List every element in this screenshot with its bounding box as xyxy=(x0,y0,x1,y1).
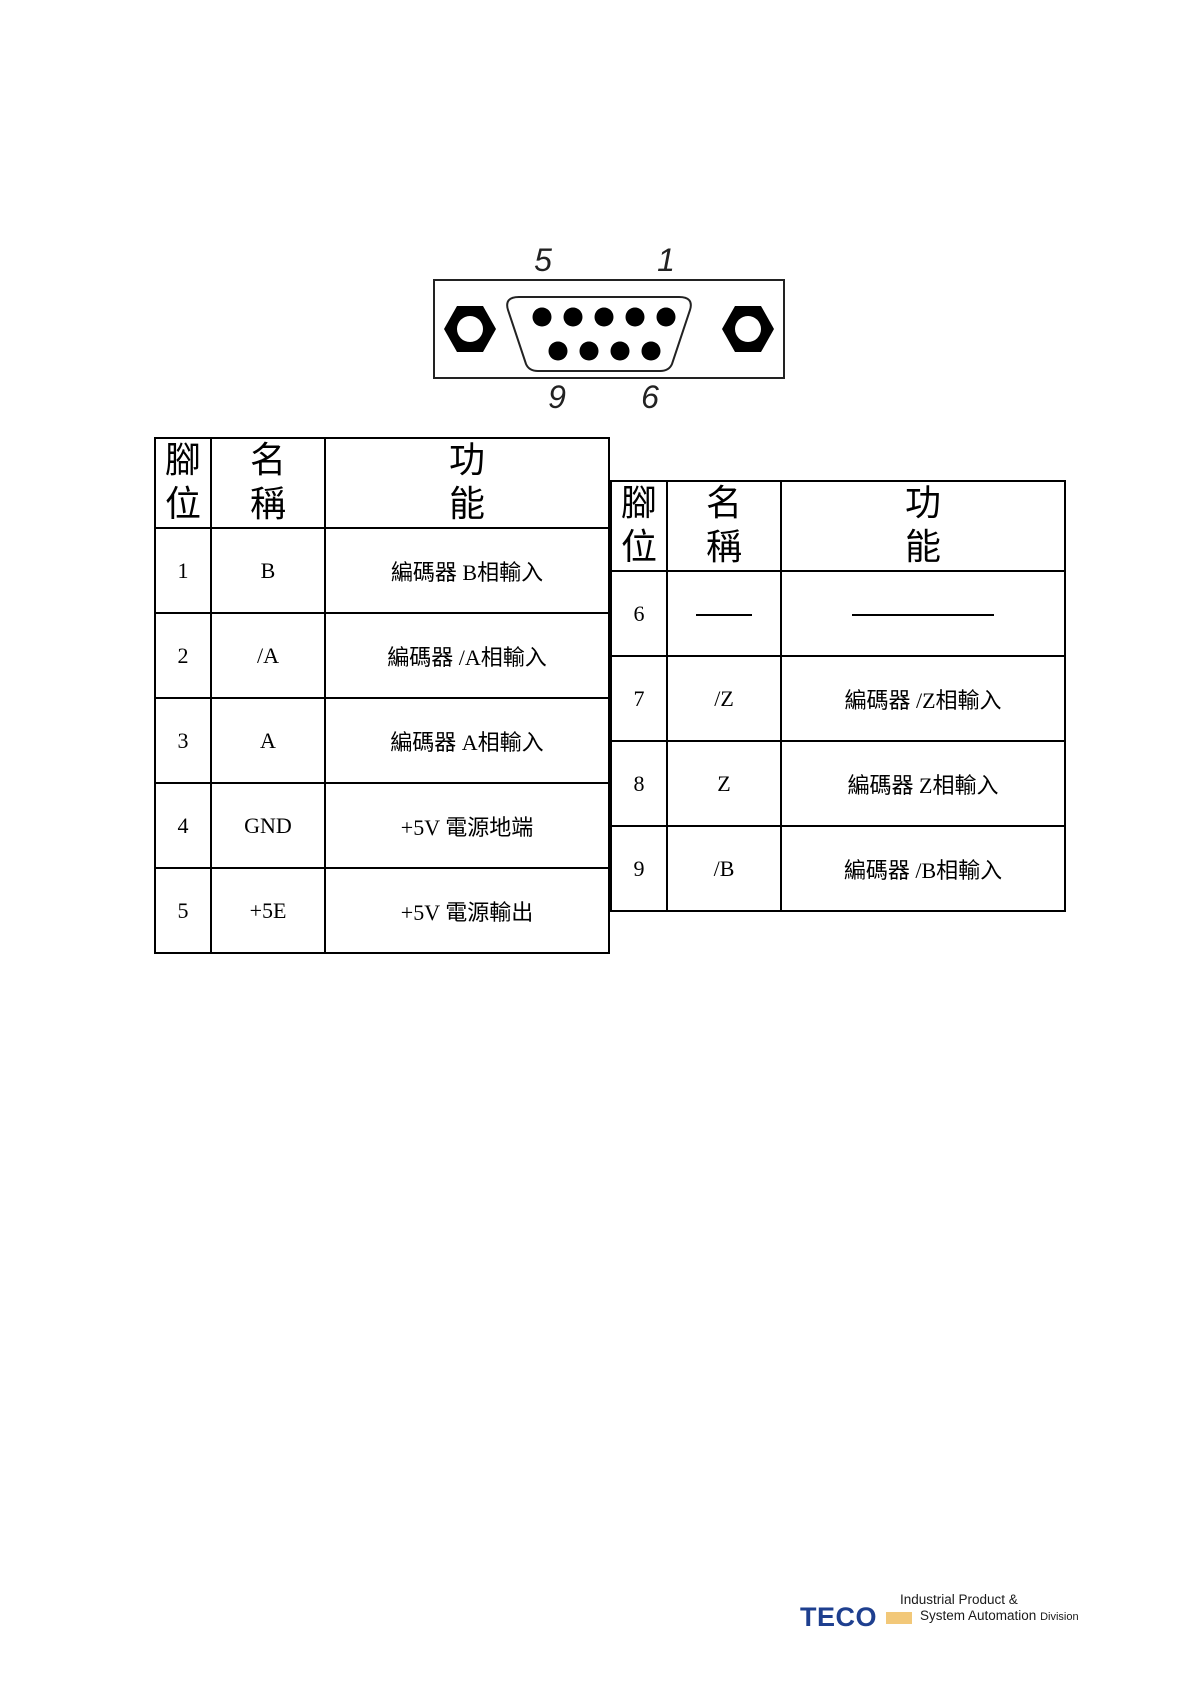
right-hex-nut xyxy=(722,306,774,352)
function-cell: 編碼器 /B相輸入 xyxy=(781,826,1065,911)
table-row: 1 B 編碼器 B相輸入 xyxy=(155,528,609,613)
table-row: 5 +5E +5V 電源輸出 xyxy=(155,868,609,953)
header-name: 名稱 xyxy=(667,481,781,571)
table-row: 6 xyxy=(611,571,1065,656)
teco-logo: TECO Industrial Product & System Automat… xyxy=(800,1592,1100,1636)
unused-dash xyxy=(696,614,752,616)
function-cell: 編碼器 Z相輸入 xyxy=(781,741,1065,826)
name-cell xyxy=(667,571,781,656)
left-hex-nut xyxy=(444,306,496,352)
pin-cell: 9 xyxy=(611,826,667,911)
name-cell: +5E xyxy=(211,868,325,953)
function-cell: 編碼器 B相輸入 xyxy=(325,528,609,613)
pin-row-top xyxy=(533,308,676,327)
pin-label-6: 6 xyxy=(641,379,659,415)
name-cell: A xyxy=(211,698,325,783)
function-cell: 編碼器 /Z相輸入 xyxy=(781,656,1065,741)
pin-cell: 3 xyxy=(155,698,211,783)
name-cell: GND xyxy=(211,783,325,868)
table-row: 3 A 編碼器 A相輸入 xyxy=(155,698,609,783)
db9-connector-svg: 5 1 9 6 xyxy=(414,240,806,416)
function-cell: 編碼器 /A相輸入 xyxy=(325,613,609,698)
table-header-row: 腳位 名稱 功能 xyxy=(155,438,609,528)
pin-table-left: 腳位 名稱 功能 1 B 編碼器 B相輸入 2 /A 編碼器 /A相輸入 3 A… xyxy=(154,437,610,954)
header-pin: 腳位 xyxy=(611,481,667,571)
db9-connector-diagram: 5 1 9 6 xyxy=(414,240,806,416)
header-name: 名稱 xyxy=(211,438,325,528)
header-function: 功能 xyxy=(325,438,609,528)
name-cell: Z xyxy=(667,741,781,826)
name-cell: /B xyxy=(667,826,781,911)
table-row: 4 GND +5V 電源地端 xyxy=(155,783,609,868)
pin-label-5: 5 xyxy=(534,242,552,278)
table-row: 7 /Z 編碼器 /Z相輸入 xyxy=(611,656,1065,741)
function-cell: +5V 電源地端 xyxy=(325,783,609,868)
pin-label-9: 9 xyxy=(548,379,566,415)
division-name: Industrial Product & System Automation D… xyxy=(900,1592,1079,1625)
name-cell: B xyxy=(211,528,325,613)
pin-cell: 1 xyxy=(155,528,211,613)
name-cell: /A xyxy=(211,613,325,698)
pin-cell: 5 xyxy=(155,868,211,953)
header-function: 功能 xyxy=(781,481,1065,571)
table-row: 8 Z 編碼器 Z相輸入 xyxy=(611,741,1065,826)
logo-brand-text: TECO xyxy=(800,1602,877,1633)
table-row: 2 /A 編碼器 /A相輸入 xyxy=(155,613,609,698)
pin-cell: 2 xyxy=(155,613,211,698)
division-line-2: System Automation Division xyxy=(900,1608,1079,1625)
name-cell: /Z xyxy=(667,656,781,741)
table-row: 9 /B 編碼器 /B相輸入 xyxy=(611,826,1065,911)
pin-cell: 6 xyxy=(611,571,667,656)
pin-cell: 8 xyxy=(611,741,667,826)
pin-label-1: 1 xyxy=(657,242,675,278)
function-cell xyxy=(781,571,1065,656)
header-pin: 腳位 xyxy=(155,438,211,528)
pin-cell: 4 xyxy=(155,783,211,868)
division-line-1: Industrial Product & xyxy=(900,1592,1079,1608)
unused-dash xyxy=(852,614,994,616)
pin-cell: 7 xyxy=(611,656,667,741)
pin-table-right: 腳位 名稱 功能 6 7 /Z 編碼器 /Z相輸入 8 Z 編碼器 Z相輸入 9… xyxy=(610,480,1066,912)
pin-row-bottom xyxy=(549,342,661,361)
table-header-row: 腳位 名稱 功能 xyxy=(611,481,1065,571)
function-cell: 編碼器 A相輸入 xyxy=(325,698,609,783)
function-cell: +5V 電源輸出 xyxy=(325,868,609,953)
